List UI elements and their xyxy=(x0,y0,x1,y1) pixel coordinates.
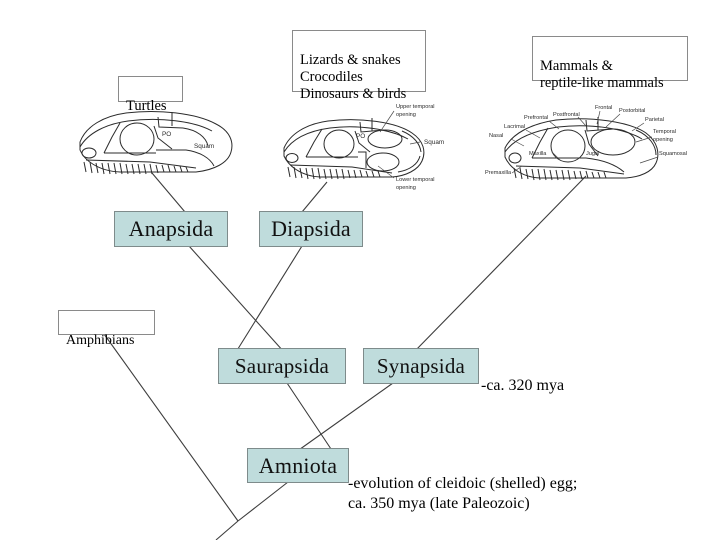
taxon-diapsida[interactable]: Diapsida xyxy=(259,211,363,247)
caption-turtles: Turtles xyxy=(118,76,183,114)
svg-text:Squam: Squam xyxy=(194,143,214,150)
annotation-amniota-note-text: -evolution of cleidoic (shelled) egg; ca… xyxy=(348,475,578,512)
taxon-amniota[interactable]: Amniota xyxy=(247,448,349,483)
svg-text:Jugal: Jugal xyxy=(586,151,599,157)
annotation-amniota-note: -evolution of cleidoic (shelled) egg; ca… xyxy=(348,454,577,514)
annotation-synapsida-age-text: -ca. 320 mya xyxy=(481,377,565,394)
svg-text:Upper temporal: Upper temporal xyxy=(396,104,435,110)
taxon-anapsida[interactable]: Anapsida xyxy=(114,211,228,247)
taxon-synapsida-label: Synapsida xyxy=(376,353,466,378)
svg-text:opening: opening xyxy=(653,137,673,143)
anapsid-skull: PO Squam xyxy=(80,111,232,174)
svg-text:Frontal: Frontal xyxy=(595,105,612,111)
synapsid-skull: Postfrontal Frontal Postorbital Prefront… xyxy=(485,105,687,180)
taxon-synapsida[interactable]: Synapsida xyxy=(363,348,479,384)
caption-diapsid-groups: Lizards & snakes Crocodiles Dinosaurs & … xyxy=(292,30,426,102)
caption-diapsid-groups-label: Lizards & snakes Crocodiles Dinosaurs & … xyxy=(300,52,407,102)
annotation-synapsida-age: -ca. 320 mya xyxy=(481,356,564,396)
taxon-saurapsida[interactable]: Saurapsida xyxy=(218,348,346,384)
svg-text:Temporal: Temporal xyxy=(653,129,676,135)
taxon-amniota-label: Amniota xyxy=(258,452,338,478)
svg-text:Squamosal: Squamosal xyxy=(659,151,687,157)
svg-text:Maxilla: Maxilla xyxy=(529,151,547,157)
svg-text:Premaxilla: Premaxilla xyxy=(485,170,512,176)
svg-text:Postorbital: Postorbital xyxy=(619,108,645,114)
svg-text:Postfrontal: Postfrontal xyxy=(553,112,580,118)
svg-text:Prefrontal: Prefrontal xyxy=(524,115,548,121)
diapsid-skull: PO Squam Upper temporal opening Lower te… xyxy=(284,104,444,191)
caption-turtles-label: Turtles xyxy=(126,98,167,114)
svg-text:Parietal: Parietal xyxy=(645,117,664,123)
svg-text:Lacrimal: Lacrimal xyxy=(504,124,525,130)
caption-amphibians: Amphibians xyxy=(58,310,155,348)
svg-text:PO: PO xyxy=(162,131,171,138)
caption-synapsid-groups: Mammals & reptile-like mammals xyxy=(532,36,688,91)
caption-synapsid-groups-label: Mammals & reptile-like mammals xyxy=(540,58,664,91)
svg-text:Nasal: Nasal xyxy=(489,133,503,139)
svg-text:PO: PO xyxy=(356,133,365,140)
caption-amphibians-label: Amphibians xyxy=(66,333,135,348)
svg-text:opening: opening xyxy=(396,185,416,191)
svg-text:Squam: Squam xyxy=(424,139,444,146)
taxon-anapsida-label: Anapsida xyxy=(128,216,214,241)
taxon-diapsida-label: Diapsida xyxy=(271,216,351,241)
svg-text:Lower temporal: Lower temporal xyxy=(396,177,435,183)
svg-text:opening: opening xyxy=(396,112,416,118)
taxon-saurapsida-label: Saurapsida xyxy=(234,353,330,378)
